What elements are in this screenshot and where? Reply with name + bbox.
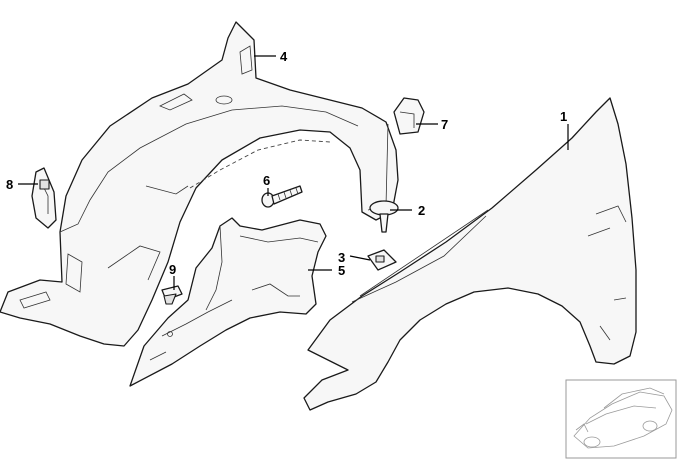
front-fender xyxy=(303,97,637,411)
callout-7: 7 xyxy=(441,117,448,132)
callout-6: 6 xyxy=(263,173,270,188)
rivet-9 xyxy=(161,285,183,305)
callout-5: 5 xyxy=(338,263,345,278)
leader-lines xyxy=(18,55,569,290)
bracket-8 xyxy=(31,167,57,229)
callout-4: 4 xyxy=(280,49,288,64)
callout-3: 3 xyxy=(338,250,345,265)
callout-9: 9 xyxy=(169,262,176,277)
nut-clip-3 xyxy=(367,249,397,271)
vehicle-thumbnail xyxy=(565,379,677,459)
fastener-2 xyxy=(369,200,399,233)
wheel-arch-liner-rear xyxy=(129,217,327,387)
callout-1: 1 xyxy=(560,109,567,124)
callout-2: 2 xyxy=(418,203,425,218)
callout-labels: 1 2 3 4 5 6 7 8 9 xyxy=(6,49,567,278)
callout-8: 8 xyxy=(6,177,13,192)
clip-nut-7 xyxy=(393,97,425,135)
